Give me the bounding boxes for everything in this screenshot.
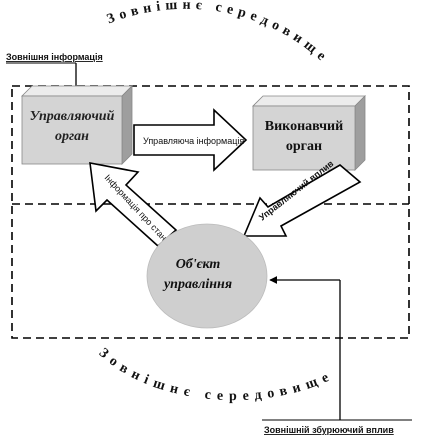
object-line1: Об'єкт [176,257,221,272]
environment-top-label: Зовнішнє середовище [105,0,332,67]
executive-organ-line1: Виконавчий [265,119,343,134]
executive-organ-box [252,95,366,171]
external-disturbance-label: Зовнішній збурюючий вплив [264,425,394,435]
object-of-control-ellipse [146,223,268,329]
control-info-arrow [133,108,248,172]
control-info-label: Управляюча інформація [143,136,244,146]
system-boundary [11,85,410,339]
object-line2: управління [162,277,232,292]
external-info-label: Зовнішня інформація [6,52,103,62]
executive-organ-line2: орган [286,139,322,154]
environment-bottom-label: Зовнішнє середовище [96,345,337,404]
control-impact-arrow [242,164,362,237]
state-info-arrow [89,162,178,248]
control-organ-box [21,85,133,165]
control-organ-line2: орган [55,129,89,144]
control-organ-line1: Управляючий [30,109,115,124]
